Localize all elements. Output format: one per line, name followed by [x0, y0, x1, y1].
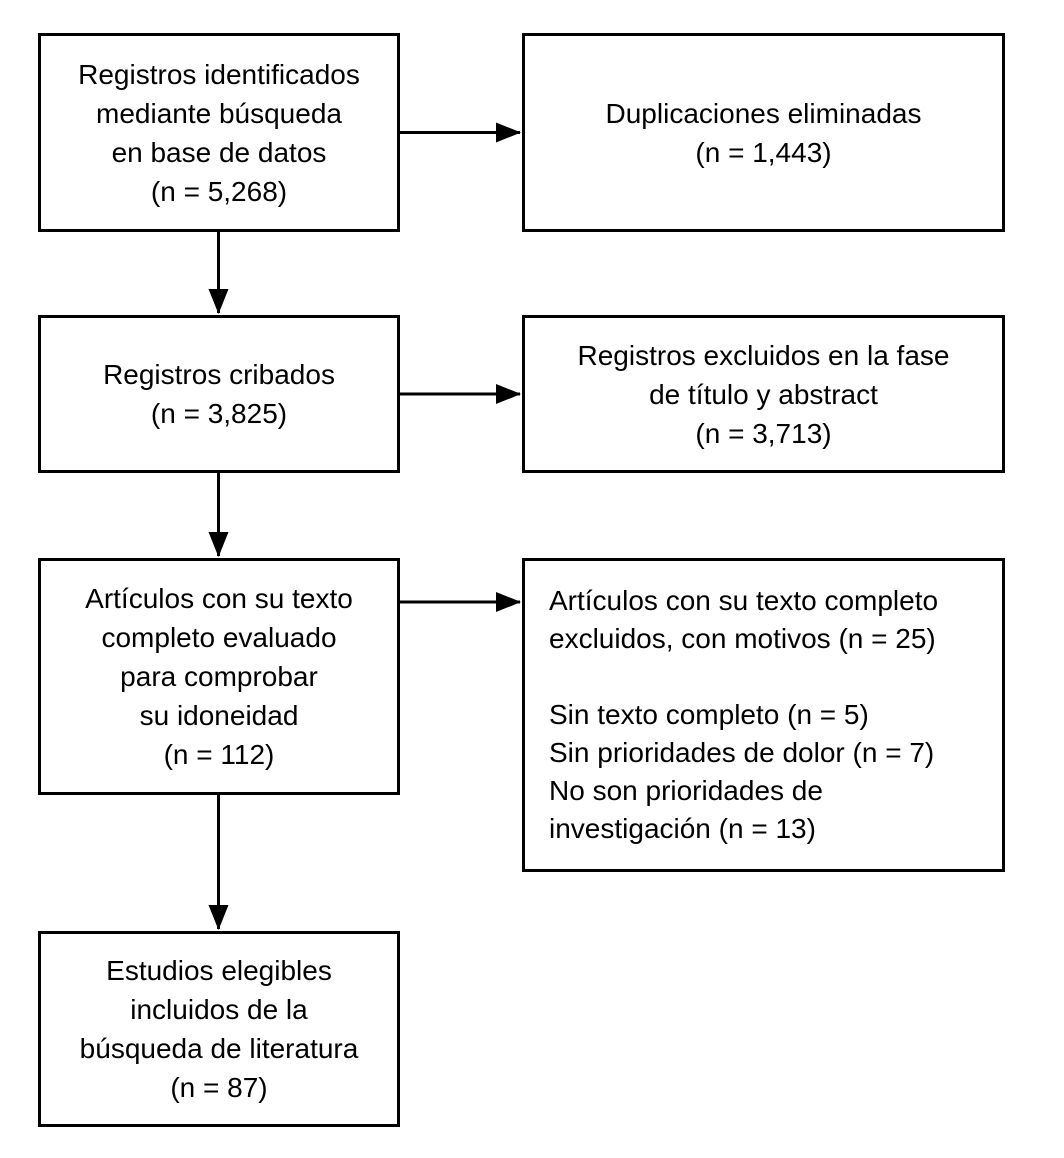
- flow-box-studies-included: Estudios elegibles incluidos de la búsqu…: [38, 931, 400, 1127]
- flow-box-fulltext-assessed: Artículos con su texto completo evaluado…: [38, 558, 400, 795]
- flow-box-records-identified: Registros identificados mediante búsqued…: [38, 33, 400, 232]
- flow-box-records-excluded-title-abstract: Registros excluidos en la fase de título…: [522, 315, 1005, 473]
- flow-box-duplicates-removed: Duplicaciones eliminadas (n = 1,443): [522, 33, 1005, 232]
- flow-box-fulltext-excluded: Artículos con su texto completo excluido…: [522, 558, 1005, 872]
- flow-box-records-screened: Registros cribados (n = 3,825): [38, 315, 400, 473]
